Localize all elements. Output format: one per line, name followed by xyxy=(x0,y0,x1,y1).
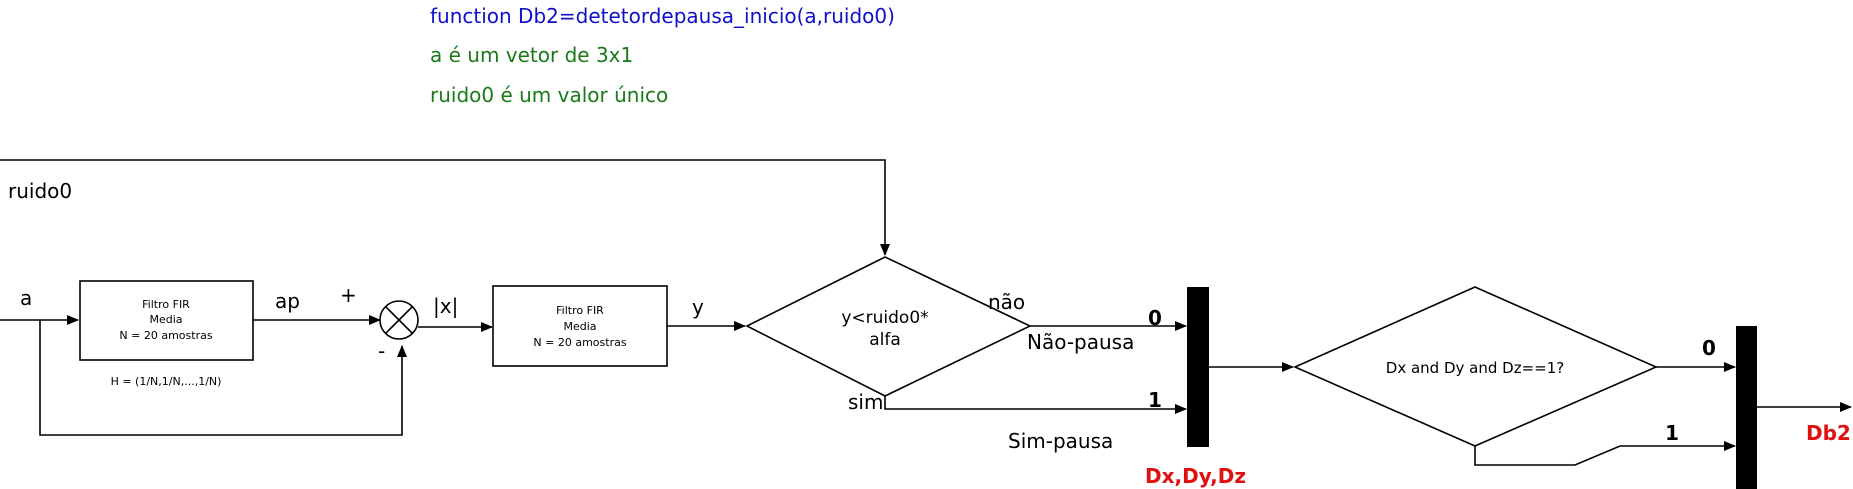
summing-junction xyxy=(379,300,419,340)
decision1-line2: alfa xyxy=(869,330,901,350)
decision1-yes: sim xyxy=(848,390,883,414)
fir2-order: N = 20 amostras xyxy=(533,336,626,349)
fir-filter-2 xyxy=(492,285,668,367)
mux2-input1: 1 xyxy=(1665,421,1679,445)
fir1-title: Filtro FIR xyxy=(142,298,190,311)
fir1-type: Media xyxy=(149,313,182,326)
ruido0-label: ruido0 xyxy=(8,179,72,203)
function-signature: function Db2=detetordepausa_inicio(a,rui… xyxy=(430,4,895,28)
sim-pausa-label: Sim-pausa xyxy=(1008,429,1113,453)
mux-1 xyxy=(1187,287,1209,447)
fir-filter-1 xyxy=(79,280,254,361)
mux1-input1: 1 xyxy=(1148,388,1162,412)
mux-2 xyxy=(1736,326,1757,489)
fir2-title: Filtro FIR xyxy=(556,304,604,317)
sim-line xyxy=(884,396,1187,414)
y-label: y xyxy=(692,295,704,319)
d2-yes-line xyxy=(1474,441,1736,466)
decision1-line1: y<ruido0* xyxy=(841,308,928,328)
ap-label: ap xyxy=(275,289,300,313)
comment-ruido0: ruido0 é um valor único xyxy=(430,83,668,107)
input-a-label: a xyxy=(20,286,32,310)
decision1-no: não xyxy=(988,290,1025,314)
fir2-type: Media xyxy=(563,320,596,333)
fir1-coefficients: H = (1/N,1/N,...,1/N) xyxy=(111,375,222,388)
feedback-line xyxy=(39,320,407,436)
nao-pausa-label: Não-pausa xyxy=(1027,330,1134,354)
plus-sign: + xyxy=(340,283,357,307)
decision2-text: Dx and Dy and Dz==1? xyxy=(1386,359,1564,377)
mux1-input0: 0 xyxy=(1148,306,1162,330)
fir1-order: N = 20 amostras xyxy=(119,329,212,342)
abs-label: |x| xyxy=(433,294,458,318)
minus-sign: - xyxy=(378,339,385,363)
db2-output-label: Db2 xyxy=(1806,421,1851,445)
mux1-output-label: Dx,Dy,Dz xyxy=(1145,464,1246,488)
ruido0-line xyxy=(0,159,890,256)
comment-a: a é um vetor de 3x1 xyxy=(430,43,633,67)
mux2-input0: 0 xyxy=(1702,336,1716,360)
